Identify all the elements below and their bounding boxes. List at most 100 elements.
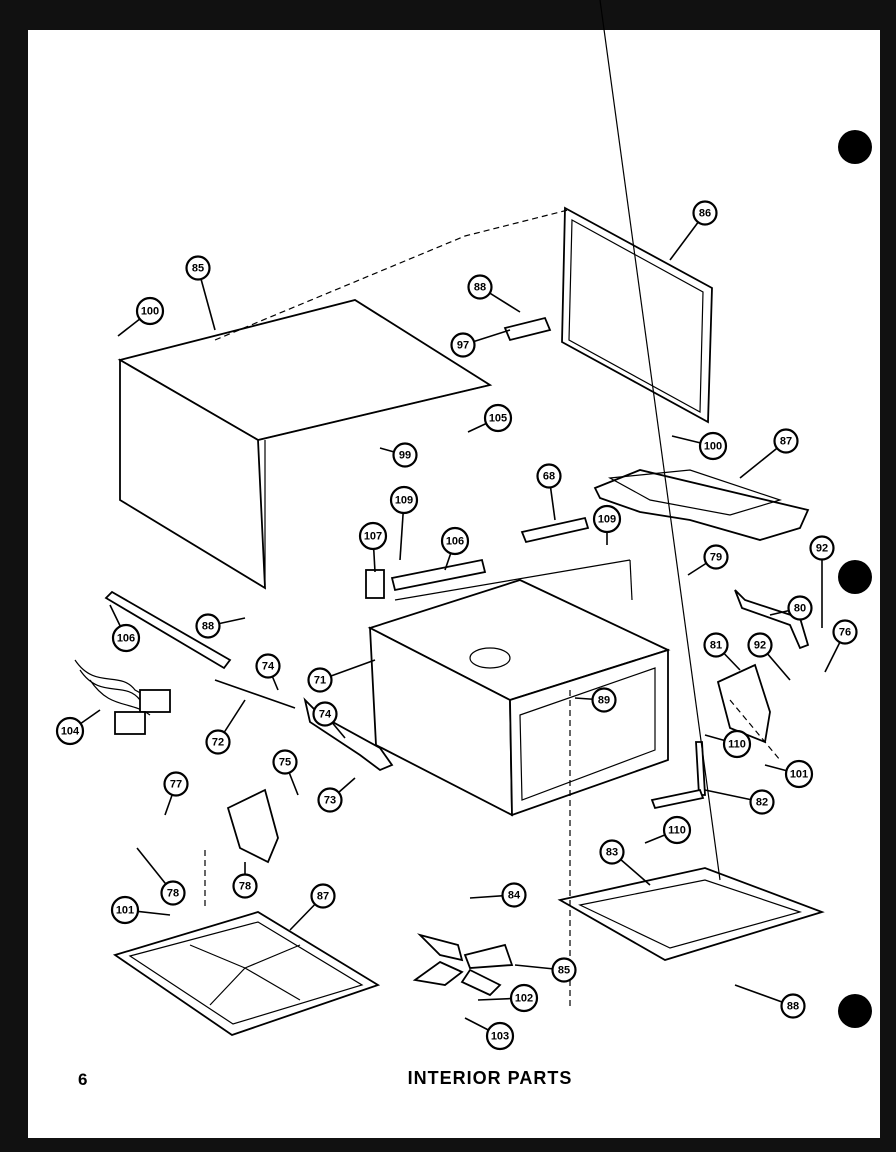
vertical-bar [695,741,706,796]
callout-c88b: 88 [195,613,246,639]
binder-hole-middle [838,560,872,594]
callout-circle [185,255,211,281]
callout-circle [160,880,186,906]
callout-c107: 107 [358,521,388,573]
callout-c74b: 74 [312,701,346,739]
callout-circle [787,595,813,621]
callout-circle [703,544,729,570]
callout-label: 97 [457,340,469,352]
callout-circle [195,613,221,639]
callout-circle [536,463,562,489]
callout-label: 110 [728,739,746,751]
callout-c84: 84 [469,882,527,908]
callout-label: 74 [262,661,275,673]
callout-c109b: 109 [592,504,622,545]
callout-label: 78 [239,881,251,893]
callout-circle [749,789,775,815]
callout-c78b: 78 [232,862,258,899]
callout-c101b: 101 [110,895,171,925]
callout-c88a: 88 [467,274,521,313]
callout-c85: 85 [185,255,216,331]
callout-label: 78 [167,888,179,900]
callout-label: 105 [489,413,507,425]
callout-circle [392,442,418,468]
page-caption: INTERIOR PARTS [407,1068,573,1088]
callout-circle [722,729,752,759]
callout-c79: 79 [687,544,729,576]
callout-circle [703,632,729,658]
callout-c109a: 109 [389,485,419,561]
vent-strip-lower [104,590,232,670]
callout-label: 109 [598,514,616,526]
callout-c92b: 92 [747,632,791,681]
callout-c81: 81 [703,632,741,671]
callout-circle [483,403,513,433]
callout-c82: 82 [704,789,775,815]
callout-label: 101 [116,905,134,917]
callout-circle [662,815,692,845]
callout-circle [780,993,806,1019]
top-duct [593,469,810,541]
callout-circle [467,274,493,300]
back-panel [561,206,713,424]
callout-circle [591,687,617,713]
callout-c87b: 87 [289,883,336,931]
callout-c76: 76 [824,619,858,673]
callout-c86a: 86 [669,200,718,261]
bottom-tray [557,0,825,961]
callout-label: 107 [364,531,382,543]
callout-label: 103 [491,1031,509,1043]
callout-c73: 73 [317,777,356,813]
callout-c101a: 101 [764,759,814,789]
callout-circle [389,485,419,515]
callout-c105: 105 [467,403,513,433]
callout-circle [111,623,141,653]
callout-label: 82 [756,797,768,809]
callout-circle [509,983,539,1013]
callout-c102: 102 [477,983,539,1013]
callout-c78a: 78 [136,847,186,906]
callout-label: 79 [710,552,722,564]
heater-rod [214,679,296,709]
callout-c80: 80 [769,595,813,621]
callout-label: 85 [558,965,570,977]
callout-label: 89 [598,695,610,707]
callout-label: 88 [474,282,486,294]
callout-label: 102 [515,993,533,1005]
bottom-bar [650,788,705,810]
wire-harness [74,659,171,735]
callout-label: 88 [202,621,214,633]
callout-circle [599,839,625,865]
top-bracket-strip [520,516,590,544]
small-plate [365,569,385,599]
assembly-line [214,209,569,341]
callout-label: 80 [794,603,806,615]
callout-circle [205,729,231,755]
assembly-line-right [729,699,781,761]
callout-label: 88 [787,1001,799,1013]
callout-circle [747,632,773,658]
callout-label: 99 [399,450,411,462]
callout-c88c: 88 [734,984,806,1019]
callout-c110a: 110 [704,729,752,759]
callout-label: 81 [710,640,722,652]
callout-c106b: 106 [109,604,141,653]
callout-circle [55,716,85,746]
callout-c104: 104 [55,709,101,746]
callout-circle [809,535,835,561]
callout-label: 86 [699,208,711,220]
callout-label: 109 [395,495,413,507]
callout-circle [163,771,189,797]
callout-circle [312,701,338,727]
callout-c99: 99 [379,442,418,468]
callout-label: 83 [606,847,618,859]
latch-arm [734,589,810,650]
callout-label: 77 [170,779,182,791]
callout-c106a: 106 [440,526,470,571]
callout-circle [551,957,577,983]
callout-label: 87 [317,891,329,903]
callout-c75: 75 [272,749,299,796]
gasket-strip [503,316,552,342]
callout-circle [255,653,281,679]
vent-strip-upper [390,558,487,592]
